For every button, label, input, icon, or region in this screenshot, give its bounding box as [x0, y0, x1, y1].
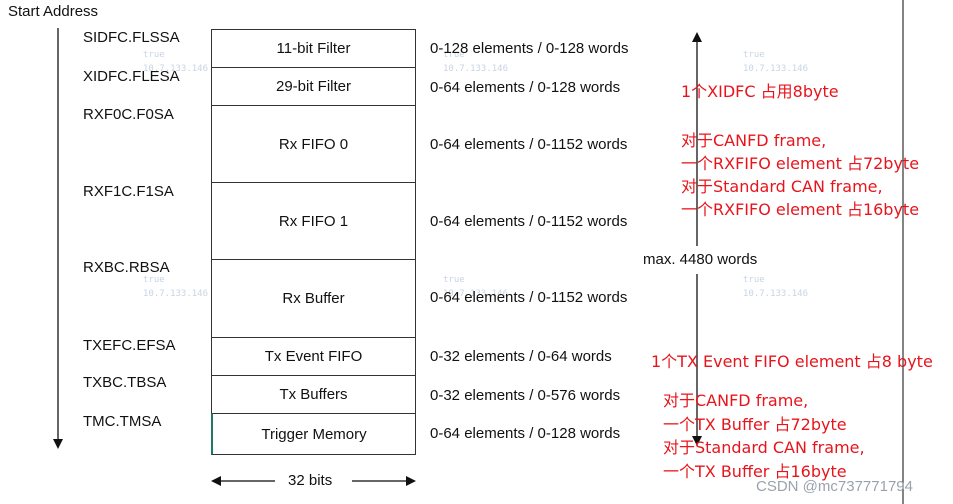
- register-label: RXF0C.F0SA: [83, 106, 174, 123]
- register-label: TXBC.TBSA: [83, 374, 167, 391]
- note-txbuffer-line: 对于Standard CAN frame,: [663, 438, 865, 457]
- csdn-credit: CSDN @mc737771794: [756, 478, 913, 495]
- watermark-ip: 10.7.133.146: [743, 64, 809, 74]
- watermark-ip: 10.7.133.146: [443, 289, 509, 299]
- register-label: XIDFC.FLESA: [83, 68, 180, 85]
- memory-block: Rx Buffer: [211, 259, 416, 338]
- element-count: 0-64 elements / 0-128 words: [430, 425, 621, 442]
- element-count: 0-64 elements / 0-1152 words: [430, 136, 628, 153]
- memory-block: Tx Buffers: [211, 375, 416, 414]
- note-txbuffer-line: 对于CANFD frame,: [663, 391, 809, 410]
- register-label: TXEFC.EFSA: [83, 337, 176, 354]
- note-rxfifo-line: 一个RXFIFO element 占72byte: [681, 154, 920, 173]
- element-count: 0-64 elements / 0-1152 words: [430, 289, 628, 306]
- width-label: 32 bits: [288, 472, 333, 489]
- memory-block: 29-bit Filter: [211, 67, 416, 106]
- register-label: TMC.TMSA: [83, 413, 162, 430]
- memory-block: Rx FIFO 1: [211, 182, 416, 260]
- memory-block: Tx Event FIFO: [211, 337, 416, 376]
- watermark-ip: 10.7.133.146: [143, 289, 209, 299]
- watermark-tag: true: [443, 275, 465, 285]
- note-txbuffer-line: 一个TX Buffer 占72byte: [663, 415, 847, 434]
- max-words-label: max. 4480 words: [641, 251, 760, 268]
- note-rxfifo-line: 一个RXFIFO element 占16byte: [681, 200, 920, 219]
- watermark-tag: true: [143, 275, 165, 285]
- memory-block: Rx FIFO 0: [211, 105, 416, 183]
- element-count: 0-64 elements / 0-1152 words: [430, 213, 628, 230]
- register-label: RXF1C.F1SA: [83, 183, 174, 200]
- watermark-tag: true: [743, 275, 765, 285]
- element-count: 0-32 elements / 0-64 words: [430, 348, 612, 365]
- element-count: 0-128 elements / 0-128 words: [430, 40, 629, 57]
- watermark-ip: 10.7.133.146: [743, 289, 809, 299]
- register-label: RXBC.RBSA: [83, 259, 170, 276]
- element-count: 0-32 elements / 0-576 words: [430, 387, 621, 404]
- watermark-tag: true: [743, 50, 765, 60]
- note-rxfifo-line: 对于CANFD frame,: [681, 131, 827, 150]
- note-xidfc: 1个XIDFC 占用8byte: [681, 82, 839, 101]
- start-address-label: Start Address: [8, 3, 99, 20]
- element-count: 0-64 elements / 0-128 words: [430, 79, 621, 96]
- watermark-tag: true: [143, 50, 165, 60]
- watermark-ip: 10.7.133.146: [143, 64, 209, 74]
- note-txevent: 1个TX Event FIFO element 占8 byte: [651, 352, 933, 371]
- register-label: SIDFC.FLSSA: [83, 29, 180, 46]
- note-rxfifo-line: 对于Standard CAN frame,: [681, 177, 883, 196]
- memory-block: 11-bit Filter: [211, 29, 416, 68]
- memory-block: Trigger Memory: [211, 413, 416, 455]
- watermark-ip: 10.7.133.146: [443, 64, 509, 74]
- note-txbuffer-line: 一个TX Buffer 占16byte: [663, 462, 847, 481]
- watermark-tag: true: [443, 50, 465, 60]
